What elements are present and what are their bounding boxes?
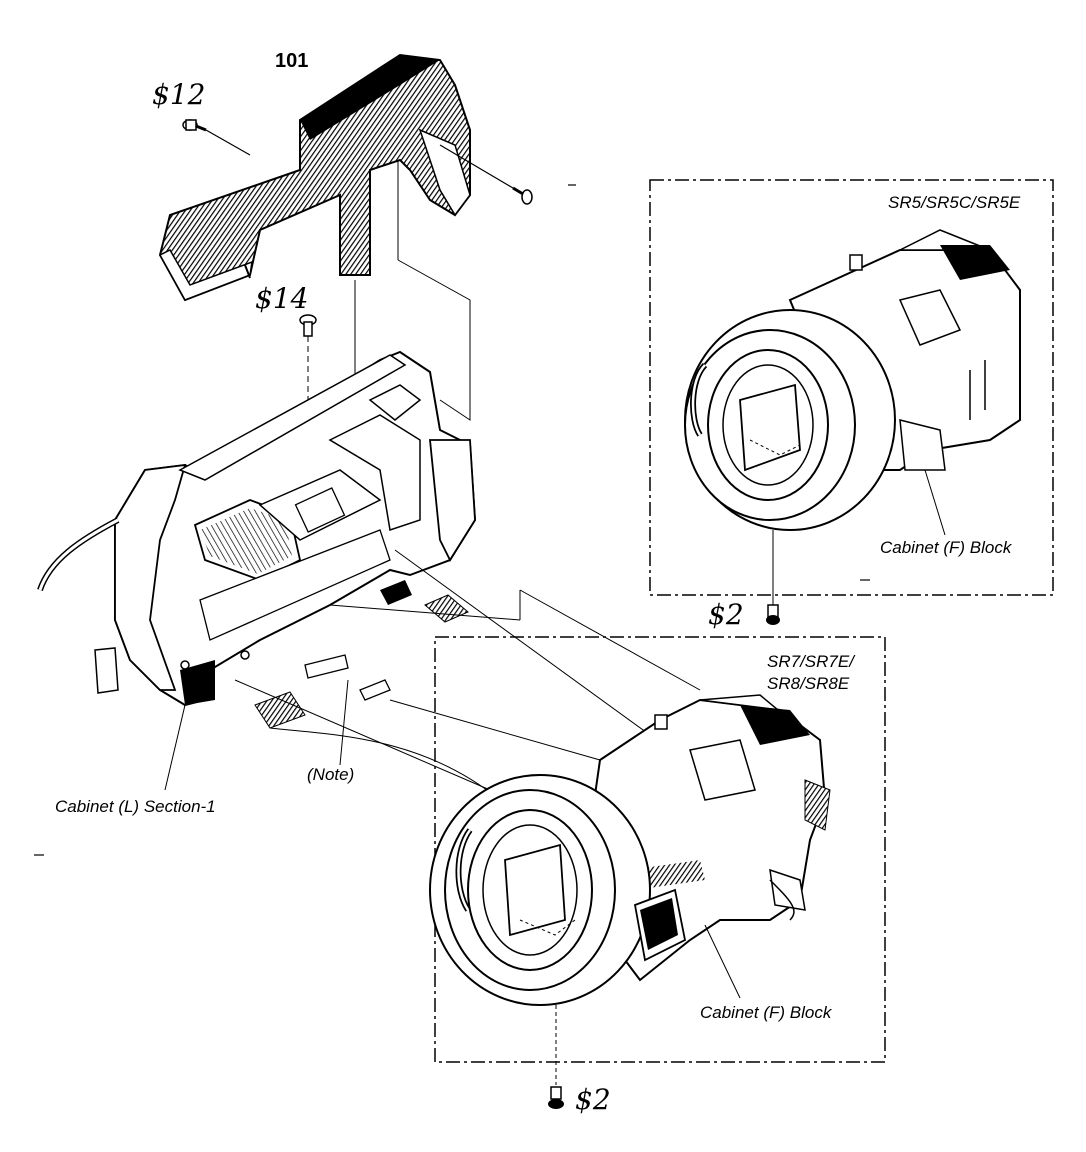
flex-cable-icon [254,580,469,729]
sr5-variant-box [649,179,1054,596]
lens-block-icon [684,229,1021,531]
screw-icon [548,1086,564,1109]
sr7-variant-box [434,636,886,1063]
note-label: (Note) [307,765,355,784]
screw-symbol: $ [708,598,726,631]
cabinet-f-block-label-upper: Cabinet (F) Block [880,538,1012,557]
screw-icon [182,119,207,132]
camcorder-body-icon [37,350,477,707]
screw-count: 14 [272,282,309,315]
screw-label-14: $14 [255,282,308,315]
screw-count: 12 [169,78,206,111]
screw-count: 2 [592,1083,611,1116]
screw-icon [299,314,317,337]
screw-symbol: $ [255,282,273,315]
lens-block-icon [429,694,831,1006]
screw-icon [512,186,533,205]
top-cover-icon [158,53,471,302]
model-label-sr5: SR5/SR5C/SR5E [888,193,1021,212]
screw-count: 2 [725,598,744,631]
part-number-101: 101 [275,50,309,72]
model-label-sr7-line1: SR7/SR7E/ [767,652,854,671]
cabinet-f-block-label-lower: Cabinet (F) Block [700,1003,832,1022]
screw-label-2-lower: $2 [575,1083,611,1116]
screw-symbol: $ [575,1083,593,1116]
screw-icon [766,604,780,625]
screw-symbol: $ [152,78,170,111]
screw-label-12: $12 [152,78,205,111]
model-label-sr7-line2: SR8/SR8E [767,674,850,693]
screw-label-2-upper: $2 [708,598,744,631]
cabinet-l-section-label: Cabinet (L) Section-1 [55,797,216,816]
